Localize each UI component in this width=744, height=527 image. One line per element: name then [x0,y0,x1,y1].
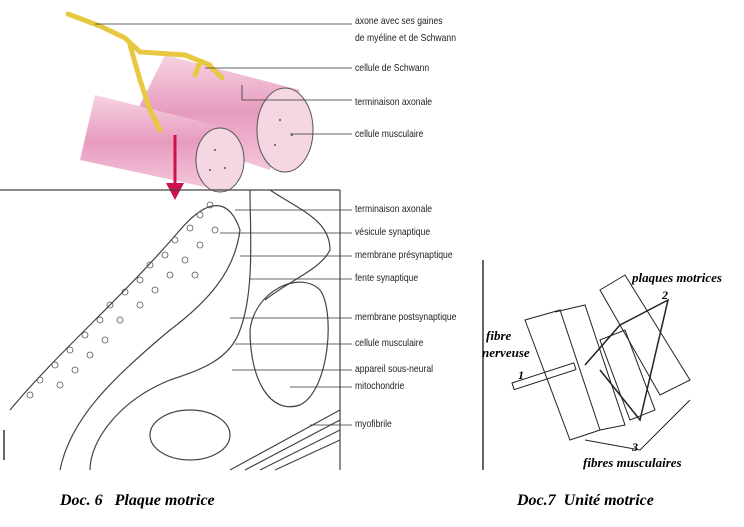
label-terminaison-axonale-2: terminaison axonale [355,203,433,215]
motor-unit-sketch [511,274,691,451]
label-cellule-musculaire: cellule musculaire [355,128,424,140]
label-appareil: appareil sous-neural [355,363,434,375]
label-membrane-pre: membrane présynaptique [355,249,453,261]
label-plaques: plaques motrices [632,270,722,285]
synapse-detail [0,189,341,471]
muscle-cylinders [80,55,314,193]
label-cellule-schwann: cellule de Schwann [355,62,430,74]
label-fibres-musculaires: fibres musculaires [583,455,682,470]
synaptic-vesicles [26,201,219,399]
label-mitochondrie: mitochondrie [355,380,405,392]
label-cellule-musculaire-2: cellule musculaire [355,337,424,349]
doc7-caption: Doc.7 Unité motrice [517,492,654,509]
label-fente: fente synaptique [355,272,419,284]
label-2: 2 [662,288,668,302]
label-membrane-post: membrane postsynaptique [355,311,457,323]
doc6-caption: Doc. 6 Plaque motrice [60,492,215,509]
label-nerveuse: nerveuse [482,345,530,360]
arrow-icon [166,183,184,200]
label-terminaison-axonale: terminaison axonale [355,96,433,108]
label-vesicule: vésicule synaptique [355,226,431,238]
label-myofibrile: myofibrile [355,418,392,430]
label-3: 3 [632,440,638,454]
label-axone: axone avec ses gaines [355,15,443,27]
label-myeline: de myéline et de Schwann [355,32,457,44]
label-1: 1 [518,368,524,382]
label-fibre: fibre [486,328,512,343]
